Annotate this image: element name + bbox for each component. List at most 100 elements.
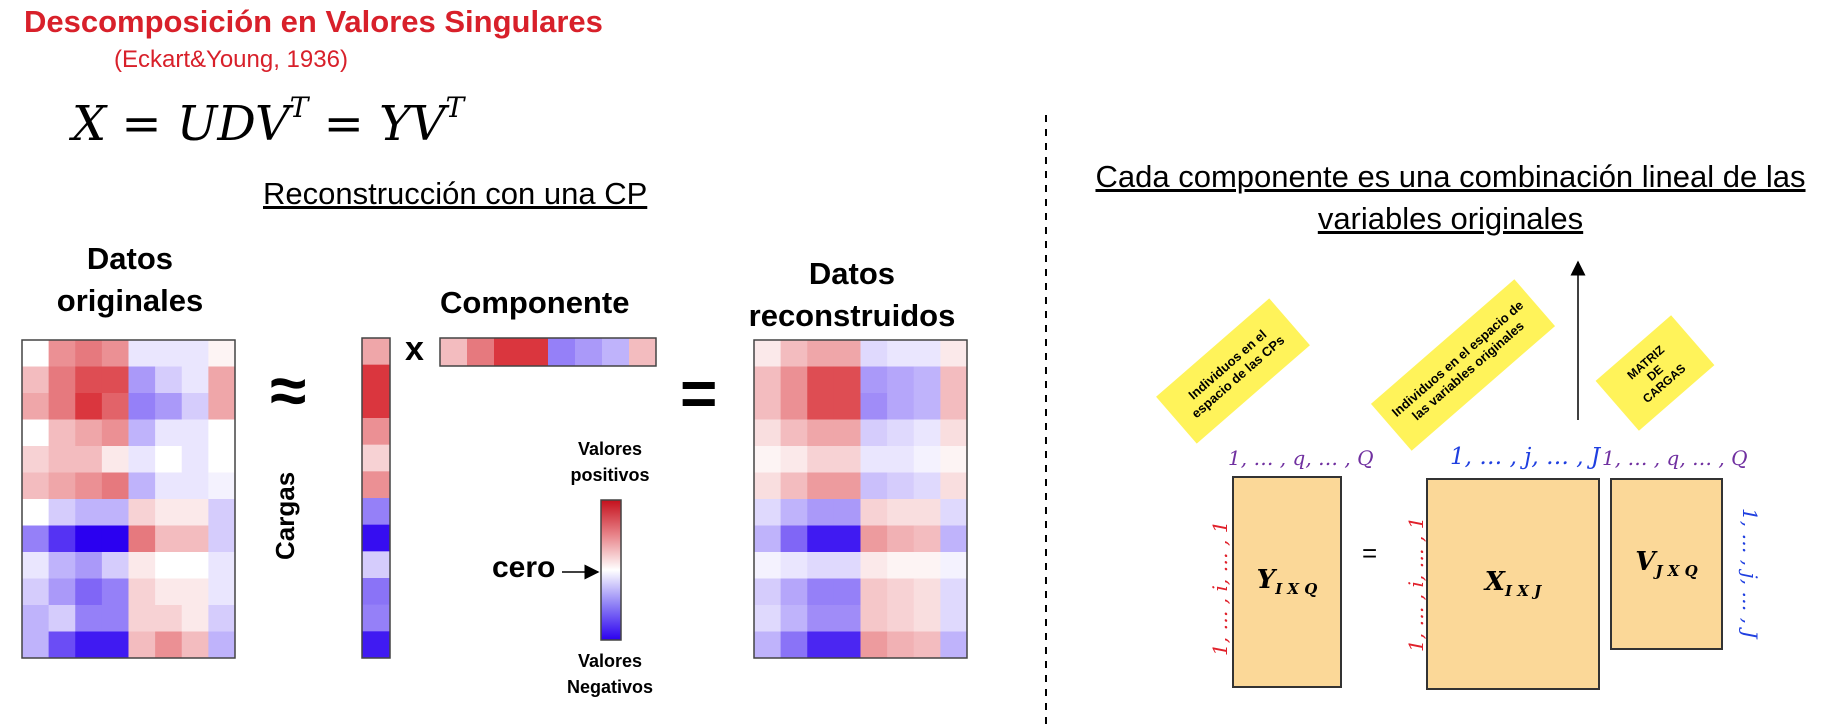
reconstructed-cell bbox=[780, 525, 808, 553]
component-label: Componente bbox=[440, 285, 630, 320]
original-cell bbox=[181, 419, 209, 447]
right-heading-line2: variables originales bbox=[1317, 201, 1584, 236]
reconstructed-cell bbox=[754, 393, 782, 420]
original-cell bbox=[155, 578, 183, 606]
reconstructed-cell bbox=[807, 552, 835, 579]
reconstructed-cell bbox=[913, 578, 941, 606]
legend-positive: Valores positivos bbox=[560, 436, 660, 488]
reconstructed-cell bbox=[887, 605, 915, 632]
reconstructed-cell bbox=[860, 631, 888, 659]
reconstructed-cell bbox=[807, 393, 835, 420]
original-cell bbox=[75, 472, 103, 500]
original-cell bbox=[101, 499, 129, 526]
right-heading-line1: Cada componente es una combinación linea… bbox=[1095, 159, 1806, 194]
reconstructed-cell bbox=[860, 499, 888, 526]
reconstructed-cell bbox=[887, 578, 915, 606]
component-cell bbox=[521, 338, 549, 367]
original-cell bbox=[75, 578, 103, 606]
reconstructed-cell bbox=[807, 578, 835, 606]
original-cell bbox=[48, 499, 76, 526]
original-cell bbox=[48, 393, 76, 420]
original-cell bbox=[75, 631, 103, 659]
reconstructed-cell bbox=[780, 552, 808, 579]
original-border bbox=[21, 339, 236, 659]
svd-formula: X = UDVT = YVT bbox=[72, 91, 464, 152]
original-cell bbox=[208, 446, 236, 473]
original-cell bbox=[181, 605, 209, 632]
reconstructed-cell bbox=[754, 578, 782, 606]
x-side-index: 1, … , i, … , 1 bbox=[1404, 516, 1428, 652]
original-cell bbox=[101, 366, 129, 394]
original-cell bbox=[22, 340, 50, 367]
reconstructed-cell bbox=[780, 446, 808, 473]
reconstructed-cell bbox=[913, 631, 941, 659]
original-cell bbox=[22, 631, 50, 659]
reconstructed-cell bbox=[807, 631, 835, 659]
component-cell bbox=[467, 338, 495, 367]
original-cell bbox=[208, 366, 236, 394]
original-cell bbox=[181, 446, 209, 473]
right-equals: = bbox=[1362, 538, 1378, 568]
legend-negative-line2: Negativos bbox=[566, 677, 654, 697]
original-cell bbox=[128, 552, 156, 579]
reconstructed-cell bbox=[754, 472, 782, 500]
reconstructed-cell bbox=[780, 340, 808, 367]
reconstructed-cell bbox=[860, 605, 888, 632]
original-cell bbox=[181, 340, 209, 367]
reconstructed-cell bbox=[833, 472, 861, 500]
loading-cell bbox=[362, 418, 391, 446]
component-cell bbox=[494, 338, 522, 367]
reconstructed-cell bbox=[887, 631, 915, 659]
reconstructed-cell bbox=[940, 340, 968, 367]
right-heading: Cada componente es una combinación linea… bbox=[1066, 156, 1835, 240]
loading-cell bbox=[362, 364, 391, 392]
x-sub: I X J bbox=[1504, 582, 1542, 601]
x-top-index: 1, … , j, … , J bbox=[1450, 444, 1601, 470]
original-cell bbox=[48, 366, 76, 394]
reconstructed-cell bbox=[754, 552, 782, 579]
reconstructed-cell bbox=[780, 499, 808, 526]
page-title: Descomposición en Valores Singulares bbox=[24, 4, 603, 39]
reconstructed-cell bbox=[860, 552, 888, 579]
original-cell bbox=[75, 419, 103, 447]
original-cell bbox=[22, 446, 50, 473]
original-cell bbox=[155, 340, 183, 367]
original-cell bbox=[128, 472, 156, 500]
original-cell bbox=[48, 525, 76, 553]
reconstructed-cell bbox=[833, 340, 861, 367]
reconstructed-cell bbox=[860, 446, 888, 473]
y-letter: Y bbox=[1256, 565, 1276, 596]
matrix-x-label: XI X J bbox=[1485, 567, 1541, 600]
reconstructed-cell bbox=[833, 366, 861, 394]
reconstructed-cell bbox=[807, 499, 835, 526]
reconstructed-cell bbox=[780, 393, 808, 420]
original-cell bbox=[22, 525, 50, 553]
original-cell bbox=[48, 552, 76, 579]
matrix-y-label: YI X Q bbox=[1257, 565, 1318, 598]
reconstructed-border bbox=[753, 339, 968, 659]
original-cell bbox=[101, 419, 129, 447]
original-data-matrix bbox=[21, 339, 236, 659]
reconstructed-cell bbox=[860, 419, 888, 447]
original-cell bbox=[48, 631, 76, 659]
original-cell bbox=[101, 393, 129, 420]
reconstructed-cell bbox=[940, 472, 968, 500]
reconstructed-cell bbox=[887, 525, 915, 553]
matrix-v-box: VJ X Q bbox=[1610, 478, 1723, 650]
original-cell bbox=[128, 419, 156, 447]
original-cell bbox=[128, 631, 156, 659]
original-cell bbox=[155, 631, 183, 659]
reconstructed-cell bbox=[940, 393, 968, 420]
legend-negative-line1: Valores bbox=[577, 651, 643, 671]
approx-symbol: ≈ bbox=[270, 353, 307, 427]
original-cell bbox=[208, 525, 236, 553]
reconstructed-cell bbox=[754, 366, 782, 394]
reconstructed-cell bbox=[913, 472, 941, 500]
reconstructed-cell bbox=[887, 366, 915, 394]
formula-sup-2: T bbox=[445, 91, 465, 124]
original-cell bbox=[48, 472, 76, 500]
reconstructed-cell bbox=[807, 525, 835, 553]
original-label-line1: Datos bbox=[86, 241, 174, 276]
reconstructed-cell bbox=[940, 631, 968, 659]
